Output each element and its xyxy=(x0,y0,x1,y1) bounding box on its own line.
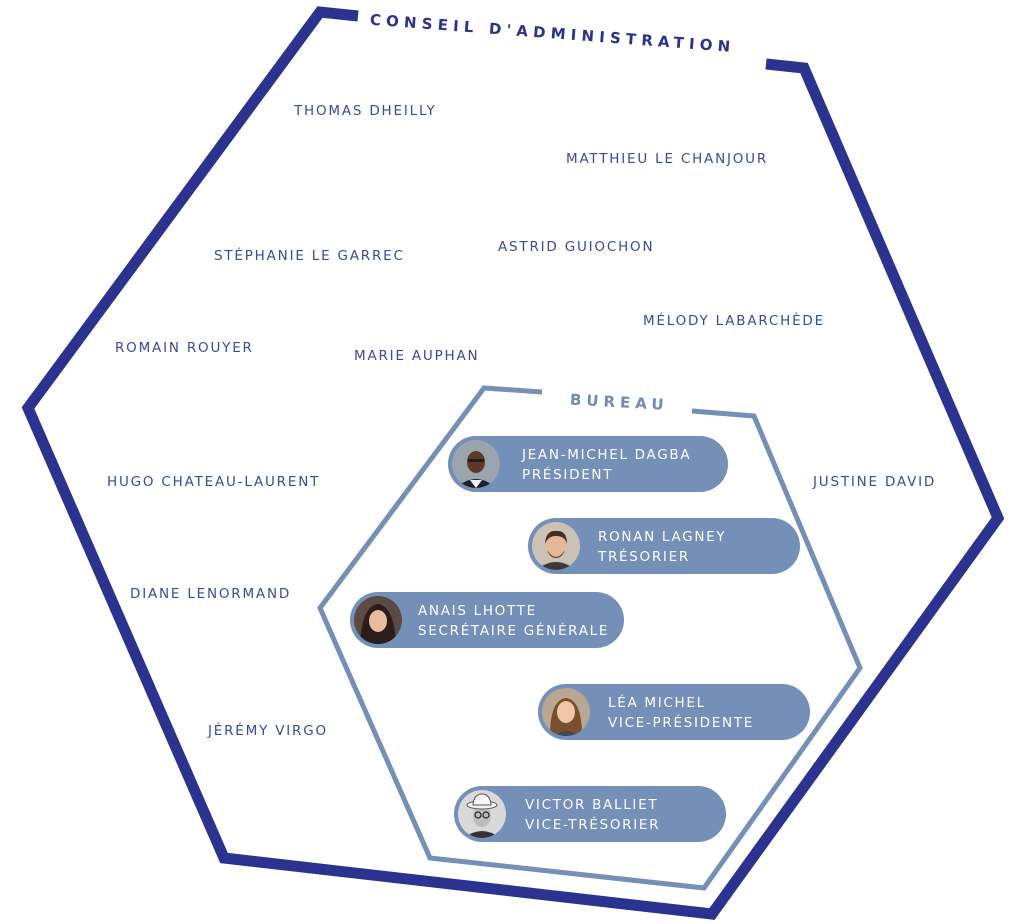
council-member: MATTHIEU LE CHANJOUR xyxy=(566,151,769,167)
officer-name: ANAIS LHOTTE xyxy=(418,603,537,619)
council-member: STÉPHANIE LE GARREC xyxy=(214,248,405,264)
council-member: JÉRÉMY VIRGO xyxy=(208,723,328,739)
person-avatar-icon xyxy=(458,790,506,838)
officer-name: LÉA MICHEL xyxy=(608,695,706,711)
officer-role: SECRÉTAIRE GÉNÉRALE xyxy=(418,623,610,639)
officer-text: RONAN LAGNEY TRÉSORIER xyxy=(598,527,726,567)
officer-role: TRÉSORIER xyxy=(598,549,690,565)
person-avatar-icon xyxy=(542,688,590,736)
council-member: HUGO CHATEAU-LAURENT xyxy=(107,474,321,490)
officer-card: JEAN-MICHEL DAGBA PRÉSIDENT xyxy=(448,436,728,492)
person-avatar-icon xyxy=(532,522,580,570)
officer-text: VICTOR BALLIET VICE-TRÉSORIER xyxy=(525,795,660,835)
council-member: ASTRID GUIOCHON xyxy=(498,239,655,255)
council-member: MARIE AUPHAN xyxy=(354,348,480,364)
officer-role: VICE-PRÉSIDENTE xyxy=(608,715,754,731)
officer-text: ANAIS LHOTTE SECRÉTAIRE GÉNÉRALE xyxy=(418,601,609,641)
council-member: DIANE LENORMAND xyxy=(130,586,292,602)
person-avatar-icon xyxy=(452,440,500,488)
council-member: ROMAIN ROUYER xyxy=(115,340,254,356)
council-member: THOMAS DHEILLY xyxy=(294,103,437,119)
officer-name: RONAN LAGNEY xyxy=(598,529,727,545)
bureau-frame xyxy=(317,385,863,891)
council-member: JUSTINE DAVID xyxy=(813,474,937,490)
officer-text: LÉA MICHEL VICE-PRÉSIDENTE xyxy=(608,693,754,733)
officer-text: JEAN-MICHEL DAGBA PRÉSIDENT xyxy=(522,445,691,485)
officer-card: LÉA MICHEL VICE-PRÉSIDENTE xyxy=(538,684,810,740)
council-member: MÉLODY LABARCHÈDE xyxy=(643,313,825,329)
person-avatar-icon xyxy=(354,596,402,644)
officer-name: VICTOR BALLIET xyxy=(525,797,659,813)
officer-card: VICTOR BALLIET VICE-TRÉSORIER xyxy=(454,786,726,842)
officer-role: VICE-TRÉSORIER xyxy=(525,817,661,833)
officer-role: PRÉSIDENT xyxy=(522,467,614,483)
officer-card: RONAN LAGNEY TRÉSORIER xyxy=(528,518,800,574)
officer-name: JEAN-MICHEL DAGBA xyxy=(522,447,692,463)
officer-card: ANAIS LHOTTE SECRÉTAIRE GÉNÉRALE xyxy=(350,592,624,648)
council-frame xyxy=(21,6,1005,920)
